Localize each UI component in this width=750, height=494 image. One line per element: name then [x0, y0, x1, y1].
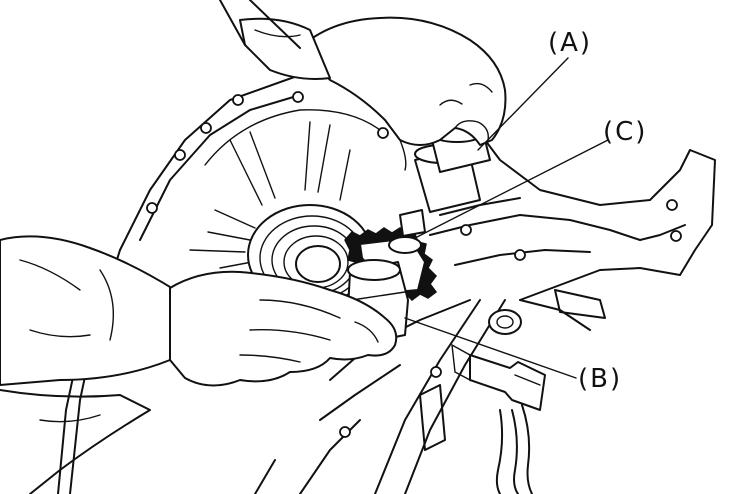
leader-line-a — [477, 57, 569, 151]
callout-label-a: (A) — [548, 28, 593, 58]
bolt-hole — [292, 91, 304, 103]
bolt-hole — [514, 249, 526, 261]
callout-label-b: (B) — [578, 364, 623, 394]
bolt-hole — [200, 122, 212, 134]
upper-hand — [219, 0, 507, 171]
leader-lines — [404, 57, 609, 379]
bolt-hole — [377, 127, 389, 139]
bolt-hole — [670, 230, 682, 242]
bolt-hole — [430, 366, 442, 378]
leader-line-c — [414, 139, 609, 239]
bolt-hole — [460, 224, 472, 236]
bolt-hole — [232, 94, 244, 106]
bushing — [488, 309, 522, 335]
sensor-connector — [419, 344, 546, 494]
bolt-hole — [339, 426, 351, 438]
bolt-hole — [174, 149, 186, 161]
press-tool — [399, 125, 491, 237]
callout-label-c: (C) — [603, 117, 648, 147]
lower-hand — [0, 235, 398, 494]
leader-line-b — [404, 317, 577, 379]
bolt-hole — [146, 202, 158, 214]
bolt-hole — [666, 199, 678, 211]
